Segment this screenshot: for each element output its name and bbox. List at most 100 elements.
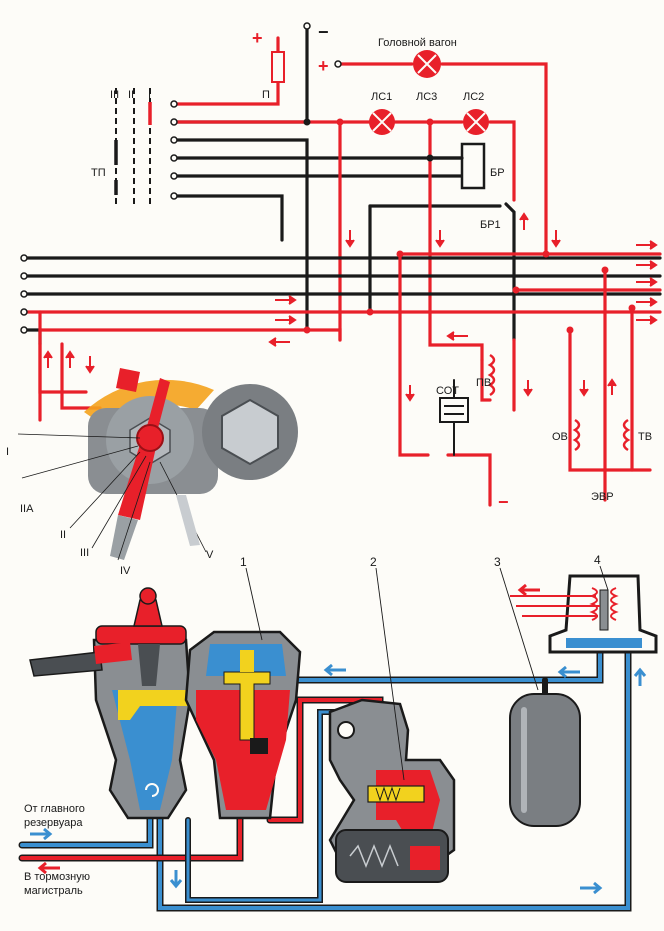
electrical-circuit <box>24 26 662 507</box>
valve-2-piston <box>367 785 425 803</box>
red-drop-430 <box>428 120 484 362</box>
handle-pos-3: III <box>80 547 89 559</box>
position-arc-red <box>116 368 140 392</box>
brake-controller-handle <box>17 368 298 561</box>
label-fuse: П <box>262 89 270 101</box>
pipe-brake-out-inner <box>20 816 242 860</box>
valve-4-wires <box>510 595 600 617</box>
callout-leaders <box>245 565 609 781</box>
handle-pos-1: I <box>6 446 9 458</box>
coil-ov <box>572 418 581 452</box>
pipe-to-reservoir-4-inner <box>278 648 602 682</box>
lead-car-line <box>338 62 548 256</box>
valve-handle-red <box>94 642 132 664</box>
sot-plates <box>444 405 464 415</box>
label-tv: ТВ <box>638 431 652 443</box>
valve-2-bolt <box>337 721 355 739</box>
handle-hub <box>136 424 164 452</box>
coil-tv <box>622 418 631 452</box>
label-main-reservoir-2: резервуара <box>24 817 83 829</box>
valve-2-lower-red <box>410 846 440 870</box>
label-br1: БР1 <box>480 219 501 231</box>
valve-1-red <box>196 690 290 810</box>
controller-pos-1: I <box>148 89 151 101</box>
drop-570 <box>568 328 652 472</box>
junction-dots <box>303 118 636 334</box>
wire-c5 <box>174 194 284 242</box>
handle-pos-5: V <box>206 549 214 561</box>
valve-4-electropneumatic <box>510 574 658 654</box>
lamp-ls1 <box>369 109 395 135</box>
label-ls2: ЛС2 <box>463 91 484 103</box>
callout-3: 3 <box>494 555 501 569</box>
controller-tp <box>114 88 152 205</box>
bus-red-left <box>38 328 342 342</box>
label-evr: ЭВР <box>591 491 614 503</box>
handle-grip <box>110 515 138 560</box>
symbol-plus-top: + <box>252 28 263 48</box>
callout-2: 2 <box>370 555 377 569</box>
handle-arm <box>118 438 158 520</box>
controller-pos-2: II <box>128 89 134 101</box>
valve-2-relay <box>328 698 456 883</box>
reservoir-3-tank <box>509 693 581 827</box>
valve-1-stem <box>250 738 268 754</box>
valve-cap-red <box>95 625 187 645</box>
fuse-p <box>271 51 285 83</box>
label-ov: ОВ <box>552 431 568 443</box>
handle-pos-2: II <box>60 529 66 541</box>
reservoir-3 <box>509 693 581 827</box>
valve-spool <box>138 644 160 686</box>
sot-box <box>439 397 469 423</box>
valve-1-yellow-top <box>240 650 254 672</box>
label-brake-line-1: В тормозную <box>24 871 90 883</box>
flow-arrows <box>30 663 647 895</box>
handle-pos-2a: IIА <box>20 503 34 515</box>
symbol-minus-bottom: − <box>498 492 509 512</box>
wire-c2 <box>174 138 309 332</box>
label-brake-line-2: магистраль <box>24 885 83 897</box>
symbol-plus-lamp: + <box>318 56 329 76</box>
valve-2-spring <box>375 786 401 802</box>
callout-4: 4 <box>594 553 601 567</box>
pipe-brake-line-loop-inner <box>158 648 630 910</box>
br1-wire <box>368 202 516 342</box>
handle-wire-1 <box>38 342 88 394</box>
label-br: БР <box>490 167 505 179</box>
handle-blade <box>176 495 200 546</box>
valve-1-equalizer <box>184 630 302 820</box>
bus-5 <box>24 328 42 346</box>
bus-terminals <box>20 22 342 334</box>
valve-2-lower-spring <box>349 843 399 869</box>
valve-top-ball <box>139 587 157 605</box>
pipe-to-reservoir-4 <box>276 646 604 684</box>
valve-channel-yellow <box>118 690 200 720</box>
valve-4-blue <box>566 638 642 648</box>
gear-nut <box>221 398 279 466</box>
handle-pos-4: IV <box>120 565 131 577</box>
handle-arm-top <box>146 378 170 436</box>
label-main-reservoir-1: От главного <box>24 803 85 815</box>
lamp-ls2 <box>463 109 489 135</box>
valve-handle <box>29 651 103 677</box>
handle-wire-2 <box>60 342 102 410</box>
pointer-lines <box>17 433 207 561</box>
callout-1: 1 <box>240 555 247 569</box>
pipe-main-in-inner <box>20 816 152 847</box>
label-ls3: ЛС3 <box>416 91 437 103</box>
symbol-minus-top: − <box>318 22 329 42</box>
label-pv: ПВ <box>476 377 491 389</box>
controller-pos-3: III <box>110 89 119 101</box>
pneumatic-system <box>18 565 658 912</box>
pv-wire <box>480 338 516 412</box>
pipes <box>18 646 632 912</box>
flow-arrows-red <box>37 583 540 875</box>
valve-4-core <box>599 589 609 631</box>
valve-swirl-arrow <box>145 783 159 797</box>
sot-wire <box>398 252 492 507</box>
label-controller-tp: ТП <box>91 167 106 179</box>
label-lead-car: Головной вагон <box>378 37 457 49</box>
label-sot: СОТ <box>436 385 459 397</box>
label-ls1: ЛС1 <box>371 91 392 103</box>
